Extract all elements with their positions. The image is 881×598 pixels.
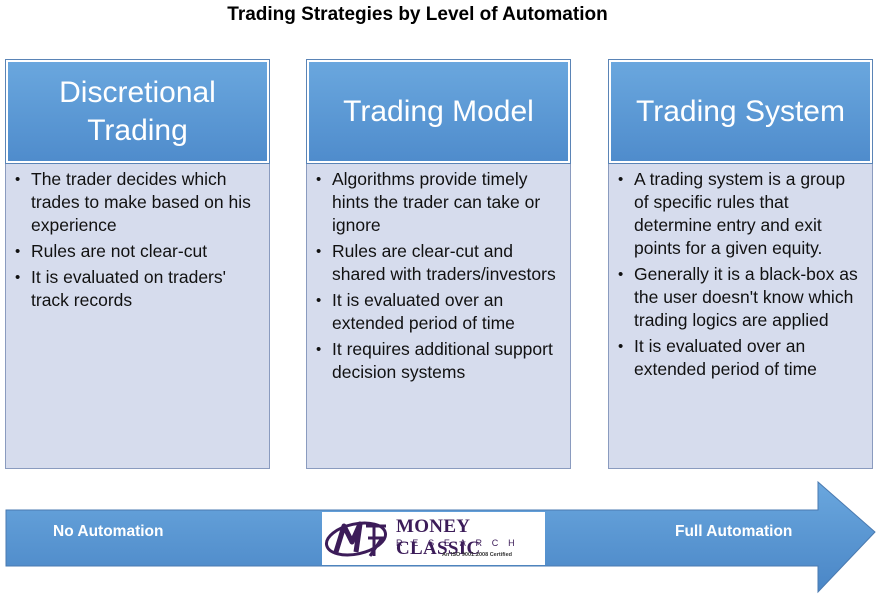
card-heading: Trading System <box>609 60 872 163</box>
card-heading: Discretional Trading <box>6 60 269 163</box>
full-automation-label: Full Automation <box>675 523 793 540</box>
bullet-icon: • <box>15 243 21 260</box>
card-discretional-trading: Discretional Trading •The trader decides… <box>5 59 270 469</box>
bullet-list: •A trading system is a group of specific… <box>615 168 862 384</box>
logo-sub-text: RESEARCH <box>396 538 525 548</box>
bullet-icon: • <box>618 338 624 355</box>
list-item: •It requires additional support decision… <box>316 339 553 382</box>
money-classic-logo: MONEY CLASSIC RESEARCH An ISO 9001:2008 … <box>322 512 545 565</box>
bullet-list: •Algorithms provide timely hints the tra… <box>313 168 560 387</box>
list-item: •The trader decides which trades to make… <box>15 169 251 235</box>
list-item: •A trading system is a group of specific… <box>618 169 846 258</box>
logo-brand-text: MONEY CLASSIC <box>396 516 481 559</box>
list-item: •Rules are clear-cut and shared with tra… <box>316 241 556 284</box>
list-item: •It is evaluated on traders' track recor… <box>15 267 226 310</box>
bullet-icon: • <box>15 171 21 188</box>
bullet-icon: • <box>316 292 322 309</box>
bullet-list: •The trader decides which trades to make… <box>12 168 259 315</box>
list-item: •Rules are not clear-cut <box>15 241 208 261</box>
list-item: • Generally it is a black-box as the use… <box>618 264 858 330</box>
bullet-icon: • <box>618 266 624 283</box>
list-item: •Algorithms provide timely hints the tra… <box>316 169 541 235</box>
no-automation-label: No Automation <box>53 523 164 540</box>
card-trading-model: Trading Model •Algorithms provide timely… <box>306 59 571 469</box>
bullet-icon: • <box>316 341 322 358</box>
bullet-icon: • <box>316 171 322 188</box>
bullet-icon: • <box>316 243 322 260</box>
page-title: Trading Strategies by Level of Automatio… <box>227 4 608 25</box>
card-trading-system: Trading System •A trading system is a gr… <box>608 59 873 469</box>
list-item: • It is evaluated over an extended perio… <box>618 336 817 379</box>
logo-mark-icon <box>324 521 388 557</box>
bullet-icon: • <box>15 269 21 286</box>
list-item: •It is evaluated over an extended period… <box>316 290 515 333</box>
logo-cert-text: An ISO 9001:2008 Certified <box>442 552 513 558</box>
bullet-icon: • <box>618 171 624 188</box>
card-heading: Trading Model <box>307 60 570 163</box>
